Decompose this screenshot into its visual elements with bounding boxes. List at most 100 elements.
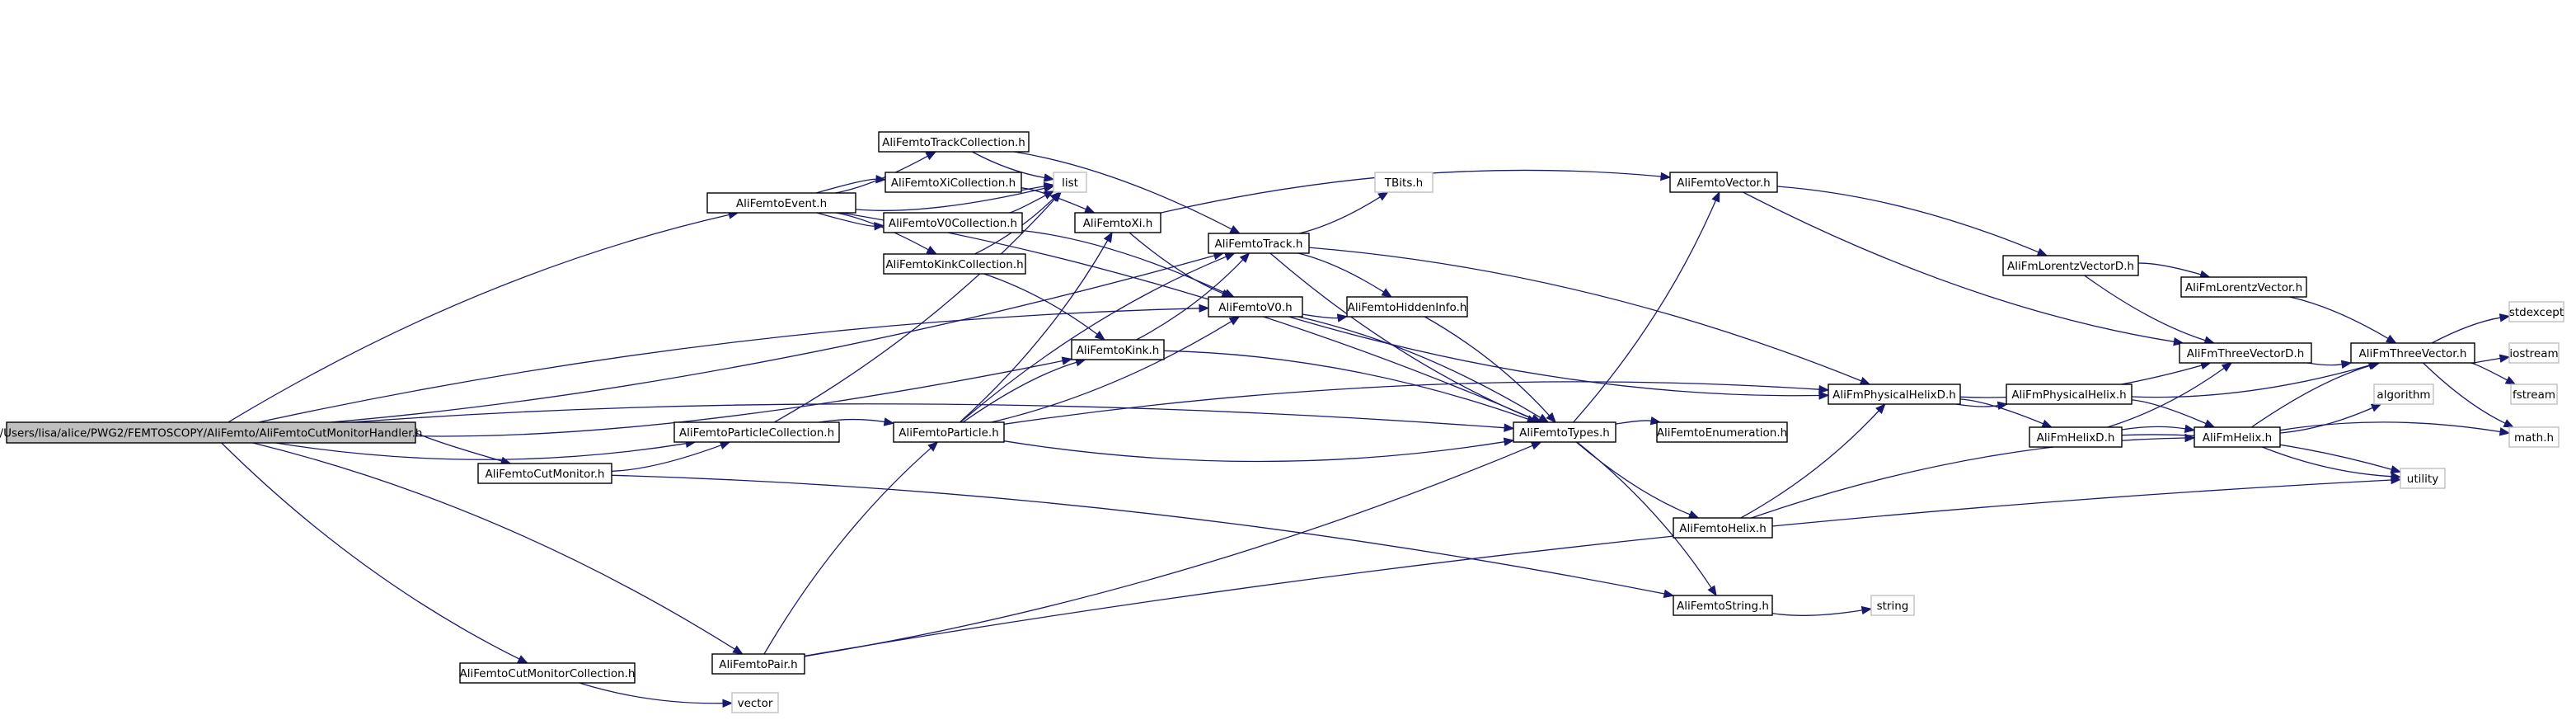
node-cutmon[interactable]: AliFemtoCutMonitor.h <box>477 463 612 484</box>
node-threevecD[interactable]: AliFmThreeVectorD.h <box>2179 342 2312 364</box>
node-event[interactable]: AliFemtoEvent.h <box>706 192 856 214</box>
node-stdexcept: stdexcept <box>2508 301 2564 322</box>
node-box <box>731 692 779 713</box>
node-physhelix[interactable]: AliFmPhysicalHelix.h <box>2006 384 2133 405</box>
edge-line <box>579 682 724 704</box>
node-box <box>2510 384 2558 405</box>
edge-line <box>611 445 722 472</box>
node-track[interactable]: AliFemtoTrack.h <box>1208 233 1310 254</box>
node-threevec[interactable]: AliFmThreeVector.h <box>2350 342 2475 364</box>
edge-line <box>252 442 735 650</box>
node-box <box>1208 233 1310 254</box>
node-label: fstream <box>2513 388 2555 402</box>
node-partcoll[interactable]: AliFemtoParticleCollection.h <box>673 421 840 443</box>
node-hidden[interactable]: AliFemtoHiddenInfo.h <box>1346 296 1468 318</box>
node-pair[interactable]: AliFemtoPair.h <box>711 653 805 675</box>
edge-line <box>1776 186 2039 253</box>
edge-line <box>804 479 2392 657</box>
node-box <box>711 653 805 675</box>
edge-arrowhead <box>1043 191 1055 200</box>
node-label: utility <box>2407 473 2438 486</box>
node-label: AliFemtoPair.h <box>719 658 798 671</box>
edge-line <box>959 240 1109 423</box>
edge-line <box>2289 296 2389 339</box>
node-trackcoll[interactable]: AliFemtoTrackCollection.h <box>878 131 1030 153</box>
node-box <box>1669 172 1778 193</box>
node-helix[interactable]: AliFemtoHelix.h <box>1673 517 1773 539</box>
edge-v0-to-types <box>1297 316 1550 423</box>
edge-arrowhead <box>927 441 939 452</box>
edge-fvector-to-lorentzD <box>1776 186 2048 256</box>
node-label: AliFmPhysicalHelix.h <box>2011 388 2126 402</box>
node-box <box>1208 296 1303 318</box>
node-label: AliFmLorentzVector.h <box>2185 281 2302 294</box>
node-femstring[interactable]: AliFemtoString.h <box>1673 595 1773 616</box>
node-label: AliFemtoParticleCollection.h <box>679 426 834 440</box>
node-xicoll[interactable]: AliFemtoXiCollection.h <box>884 172 1022 193</box>
node-label: AliFmHelix.h <box>2203 431 2272 445</box>
node-box <box>1071 339 1165 360</box>
edge-particle-to-xi <box>959 231 1113 423</box>
node-xi[interactable]: AliFemtoXi.h <box>1074 212 1161 233</box>
edge-arrowhead <box>2340 360 2353 369</box>
node-fvector[interactable]: AliFemtoVector.h <box>1669 172 1778 193</box>
edge-threevec-to-iostream <box>2474 354 2511 364</box>
edge-arrowhead <box>926 245 938 255</box>
edge-line <box>835 212 929 251</box>
node-box <box>2194 426 2281 448</box>
node-mathh: math.h <box>2508 426 2560 448</box>
edge-line <box>1740 410 1879 519</box>
node-kink[interactable]: AliFemtoKink.h <box>1071 339 1165 360</box>
edge-particle-to-v0 <box>991 316 1241 423</box>
edge-arrowhead <box>732 645 744 655</box>
node-helixD[interactable]: AliFmHelixD.h <box>2029 426 2123 448</box>
edge-v0coll-to-v0 <box>1021 229 1235 298</box>
node-box <box>2029 426 2123 448</box>
edge-root-to-v0 <box>258 304 1210 423</box>
node-box <box>1656 421 1788 443</box>
node-enum[interactable]: AliFemtoEnumeration.h <box>1656 421 1788 443</box>
edge-layer <box>221 151 2517 708</box>
edge-track-to-tbits <box>1299 191 1389 234</box>
edge-track-to-types <box>1269 252 1542 423</box>
edge-root-to-cutmoncoll <box>221 442 529 664</box>
edge-arrowhead <box>2503 419 2515 428</box>
edge-line <box>1308 247 1862 382</box>
edge-line <box>2250 365 2372 428</box>
node-kinkcoll[interactable]: AliFemtoKinkCollection.h <box>883 253 1026 275</box>
node-v0[interactable]: AliFemtoV0.h <box>1208 296 1303 318</box>
edge-arrowhead <box>1818 391 1830 400</box>
edge-line <box>1136 259 1244 341</box>
edge-line <box>971 151 1045 179</box>
node-cutmoncoll[interactable]: AliFemtoCutMonitorCollection.h <box>459 662 636 684</box>
edge-arrowhead <box>517 655 529 664</box>
edge-line <box>1297 252 1385 293</box>
edge-arrowhead <box>1530 441 1542 450</box>
node-fmhelix[interactable]: AliFmHelix.h <box>2194 426 2281 448</box>
node-box <box>2508 301 2564 322</box>
edge-arrowhead <box>1229 225 1241 234</box>
node-box <box>2006 384 2133 405</box>
edge-line <box>2279 421 2501 433</box>
node-box <box>2180 276 2307 298</box>
edge-lorentzD-to-threevecD <box>2084 275 2216 345</box>
node-label: AliFemtoV0.h <box>1218 301 1292 314</box>
node-label: AliFemtoKinkCollection.h <box>885 258 1023 271</box>
edge-arrowhead <box>875 175 887 184</box>
node-lorentz[interactable]: AliFmLorentzVector.h <box>2180 276 2307 298</box>
edge-line <box>1751 437 2186 519</box>
edge-arrowhead <box>1546 412 1556 423</box>
node-label: AliFemtoCutMonitor.h <box>486 468 605 481</box>
node-lorentzD[interactable]: AliFmLorentzVectorD.h <box>2002 255 2139 276</box>
node-types[interactable]: AliFemtoTypes.h <box>1513 421 1616 443</box>
edge-root-to-pair <box>252 442 744 655</box>
node-physhelixD[interactable]: AliFmPhysicalHelixD.h <box>1828 384 1961 405</box>
edge-arrowhead <box>1818 384 1830 394</box>
node-v0coll[interactable]: AliFemtoV0Collection.h <box>883 212 1023 233</box>
edge-line <box>763 447 931 655</box>
edge-arrowhead <box>2504 376 2517 385</box>
node-particle[interactable]: AliFemtoParticle.h <box>893 421 1005 443</box>
node-box <box>2179 342 2312 364</box>
node-box <box>2002 255 2139 276</box>
